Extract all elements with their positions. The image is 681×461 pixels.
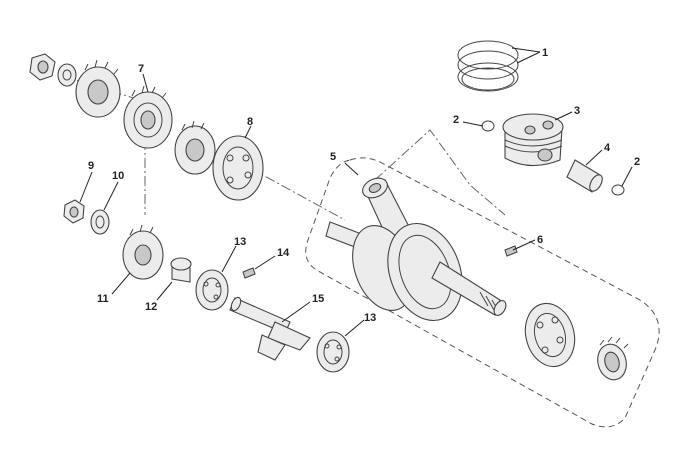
callout-2-left: 2 xyxy=(453,114,459,126)
callout-5: 5 xyxy=(330,151,336,163)
circlip-right xyxy=(611,184,625,196)
callout-1: 1 xyxy=(542,47,548,59)
spacer-12 xyxy=(170,257,192,283)
callout-9: 9 xyxy=(88,160,94,172)
callout-8: 8 xyxy=(247,116,253,128)
callout-13-lower: 13 xyxy=(364,312,376,324)
gear-7 xyxy=(123,85,173,149)
piston-rings xyxy=(457,40,519,92)
shaft-15 xyxy=(229,296,311,361)
callout-10: 10 xyxy=(112,170,124,182)
gear-top-left xyxy=(75,59,121,118)
callout-14: 14 xyxy=(277,247,290,259)
crankshaft-assembly-boundary xyxy=(305,157,660,428)
nut-top-left xyxy=(29,53,56,81)
callout-13-upper: 13 xyxy=(234,236,246,248)
callout-12: 12 xyxy=(145,301,157,313)
woodruff-key xyxy=(504,245,518,257)
nut-9 xyxy=(63,199,85,224)
piston xyxy=(502,113,564,167)
callout-6: 6 xyxy=(537,234,543,246)
callout-3: 3 xyxy=(574,105,580,117)
callout-7: 7 xyxy=(138,63,144,75)
center-line-main xyxy=(249,167,346,221)
bearing-13-lower xyxy=(316,331,350,373)
bearing-13-upper xyxy=(195,269,229,311)
callout-11: 11 xyxy=(97,293,109,305)
piston-pin xyxy=(566,159,603,193)
main-bearing-right xyxy=(524,302,576,368)
washer-top-left xyxy=(57,63,77,87)
drive-gear-right xyxy=(597,336,629,381)
gear-middle xyxy=(174,120,216,175)
gear-11 xyxy=(122,224,164,280)
callout-4: 4 xyxy=(604,142,611,154)
main-bearing-left xyxy=(212,135,264,201)
key-14 xyxy=(242,267,256,279)
callout-2-right: 2 xyxy=(634,156,640,168)
crankshaft xyxy=(325,177,507,322)
washer-10 xyxy=(90,209,110,235)
center-line-piston xyxy=(374,129,506,216)
circlip-left xyxy=(481,120,495,132)
callout-15: 15 xyxy=(312,293,324,305)
